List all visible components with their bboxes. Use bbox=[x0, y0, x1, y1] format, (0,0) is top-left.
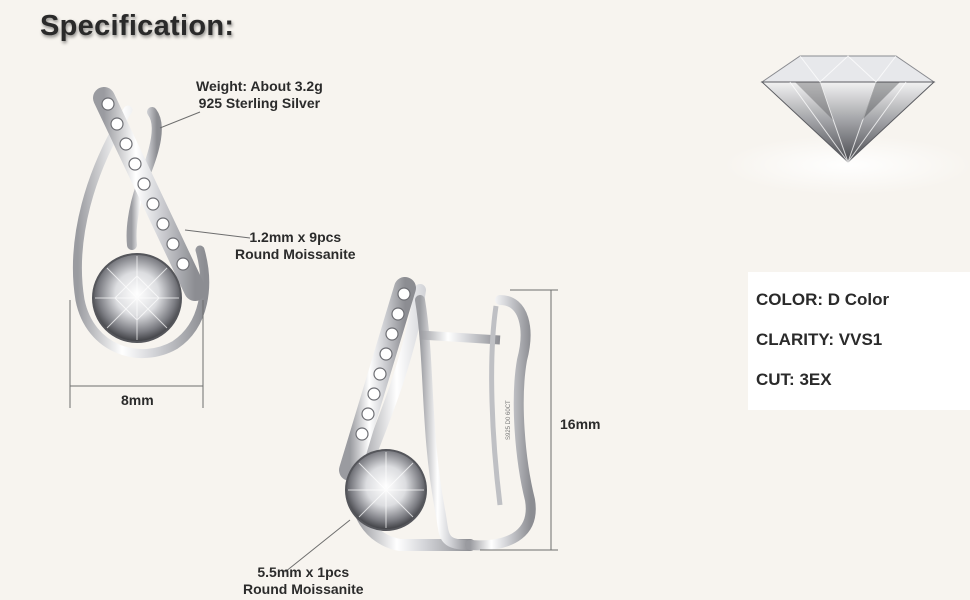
measurement-lines bbox=[69, 111, 558, 573]
main-stone-type-text: Round Moissanite bbox=[243, 581, 364, 597]
pave-stones-front bbox=[101, 97, 190, 271]
height-measurement-label: 16mm bbox=[560, 416, 600, 433]
small-stones-size-text: 1.2mm x 9pcs bbox=[249, 229, 342, 245]
page-title: Specification: bbox=[40, 10, 235, 42]
spec-color: COLOR: D Color bbox=[756, 290, 890, 309]
earring-side-view: S925 D0 60CT bbox=[339, 277, 536, 551]
pave-stones-side bbox=[355, 287, 411, 441]
diamond-spec-card: COLOR: D Color CLARITY: VVS1 CUT: 3EX bbox=[748, 272, 970, 410]
main-stone-label: 5.5mm x 1pcs Round Moissanite bbox=[243, 564, 364, 598]
height-text: 16mm bbox=[560, 416, 601, 432]
spec-clarity: CLARITY: VVS1 bbox=[756, 330, 883, 349]
small-stones-type-text: Round Moissanite bbox=[235, 246, 356, 262]
main-stone-size-text: 5.5mm x 1pcs bbox=[257, 564, 350, 580]
spec-cut: CUT: 3EX bbox=[756, 370, 832, 389]
small-stones-label: 1.2mm x 9pcs Round Moissanite bbox=[235, 229, 356, 263]
metal-text: 925 Sterling Silver bbox=[198, 95, 321, 111]
width-measurement-label: 8mm bbox=[121, 392, 154, 409]
diamond-illustration bbox=[723, 55, 970, 195]
weight-text: Weight: About 3.2g bbox=[196, 78, 323, 94]
engraving-text: S925 D0 60CT bbox=[506, 400, 512, 440]
earring-front-view bbox=[73, 87, 210, 358]
weight-metal-label: Weight: About 3.2g 925 Sterling Silver bbox=[196, 78, 323, 112]
width-text: 8mm bbox=[121, 392, 154, 408]
